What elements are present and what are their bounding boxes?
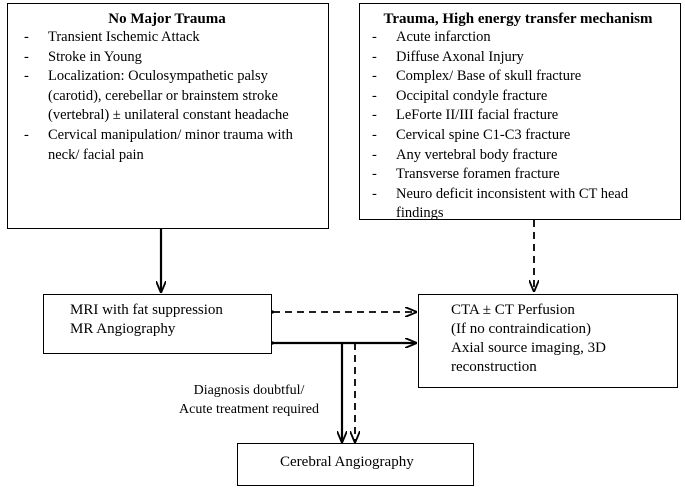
cta-line-3: Axial source imaging, 3D reconstruction	[451, 340, 606, 375]
cta-box: CTA ± CT Perfusion (If no contraindicati…	[418, 294, 678, 388]
list-item: Complex/ Base of skull fracture	[364, 67, 672, 87]
list-item: Transient Ischemic Attack	[16, 28, 318, 48]
cerebral-angiography-box: Cerebral Angiography	[237, 443, 474, 486]
list-item: Cervical manipulation/ minor trauma with…	[16, 126, 318, 165]
cta-line-2: (If no contraindication)	[451, 321, 591, 337]
no-major-trauma-box: No Major Trauma Transient Ischemic Attac…	[7, 3, 329, 229]
no-major-trauma-title: No Major Trauma	[108, 11, 226, 27]
decision-label-line-2: Acute treatment required	[179, 402, 319, 417]
list-item: Neuro deficit inconsistent with CT head …	[364, 185, 672, 224]
list-item: Acute infarction	[364, 28, 672, 48]
trauma-box: Trauma, High energy transfer mechanism A…	[359, 3, 681, 221]
decision-label: Diagnosis doubtful/ Acute treatment requ…	[158, 381, 340, 419]
cerebral-angiography-label: Cerebral Angiography	[280, 454, 414, 470]
list-item: Stroke in Young	[16, 48, 318, 68]
trauma-list: Acute infarction Diffuse Axonal Injury C…	[364, 28, 672, 224]
list-item: Cervical spine C1-C3 fracture	[364, 126, 672, 146]
list-item: Occipital condyle fracture	[364, 87, 672, 107]
no-major-trauma-list: Transient Ischemic Attack Stroke in Youn…	[16, 28, 318, 165]
list-item: LeForte II/III facial fracture	[364, 106, 672, 126]
mri-box: MRI with fat suppression MR Angiography	[43, 294, 272, 354]
list-item: Localization: Oculosympathetic palsy (ca…	[16, 67, 318, 126]
decision-label-line-1: Diagnosis doubtful/	[193, 383, 305, 398]
trauma-title: Trauma, High energy transfer mechanism	[383, 11, 653, 27]
mri-line-2: MR Angiography	[70, 321, 176, 337]
mri-line-1: MRI with fat suppression	[70, 302, 223, 318]
list-item: Transverse foramen fracture	[364, 165, 672, 185]
list-item: Diffuse Axonal Injury	[364, 48, 672, 68]
cta-line-1: CTA ± CT Perfusion	[451, 302, 575, 318]
list-item: Any vertebral body fracture	[364, 146, 672, 166]
